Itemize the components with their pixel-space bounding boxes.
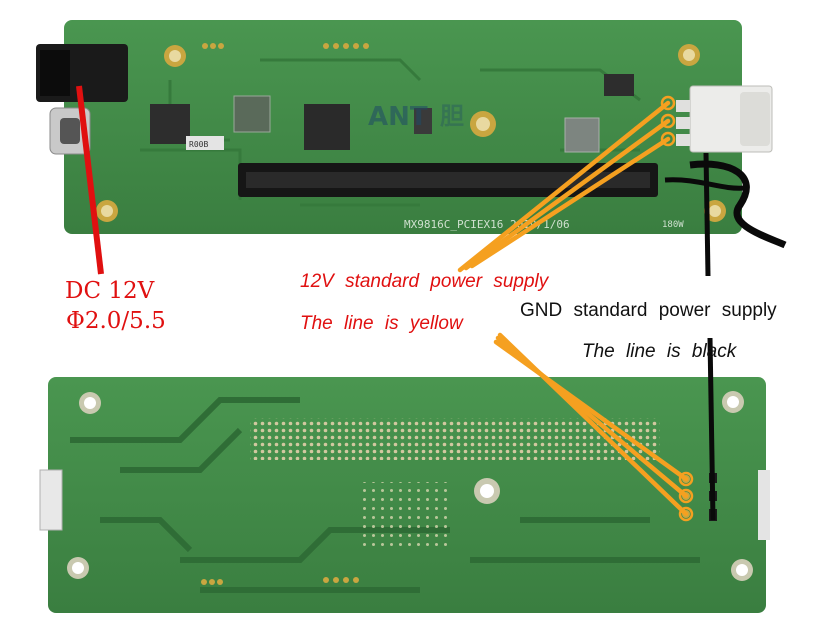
brand-logo-text: ANT xyxy=(368,102,428,132)
top-pin-headers xyxy=(202,43,369,49)
black-power-cable xyxy=(689,160,787,249)
black-wire-lines xyxy=(703,152,716,521)
gnd-wire-color-label: The line is black xyxy=(582,341,737,362)
yellow-wire-lines xyxy=(457,100,689,517)
top-mounting-holes xyxy=(96,44,726,222)
top-pcb-board: R00B ANT 胆 MX9816C_PCIEX16 2019/1/06 180… xyxy=(36,20,787,249)
v12-wire-color-label: The line is yellow xyxy=(300,313,463,334)
top-chips xyxy=(150,74,634,153)
gnd-supply-label: GND standard power supply xyxy=(520,300,777,321)
bottom-connector-edge xyxy=(758,470,770,540)
v12-supply-label: 12V standard power supply xyxy=(300,271,549,292)
bottom-usb-stub xyxy=(39,469,63,531)
board-silkscreen-right: 180W xyxy=(662,220,684,230)
chip-label: R00B xyxy=(189,140,208,149)
dc-voltage-label: DC 12V xyxy=(65,278,155,304)
brand-logo-cn: 胆 xyxy=(440,102,464,130)
bottom-mounting-holes xyxy=(67,391,753,581)
via-cluster xyxy=(360,482,450,552)
dc-annotation-line xyxy=(76,85,104,275)
bottom-pcb-board xyxy=(39,377,770,613)
dc-plug-size-label: Φ2.0/5.5 xyxy=(66,308,166,334)
yellow-wire-pad-rings xyxy=(660,95,694,522)
molex-power-connector xyxy=(676,85,773,153)
